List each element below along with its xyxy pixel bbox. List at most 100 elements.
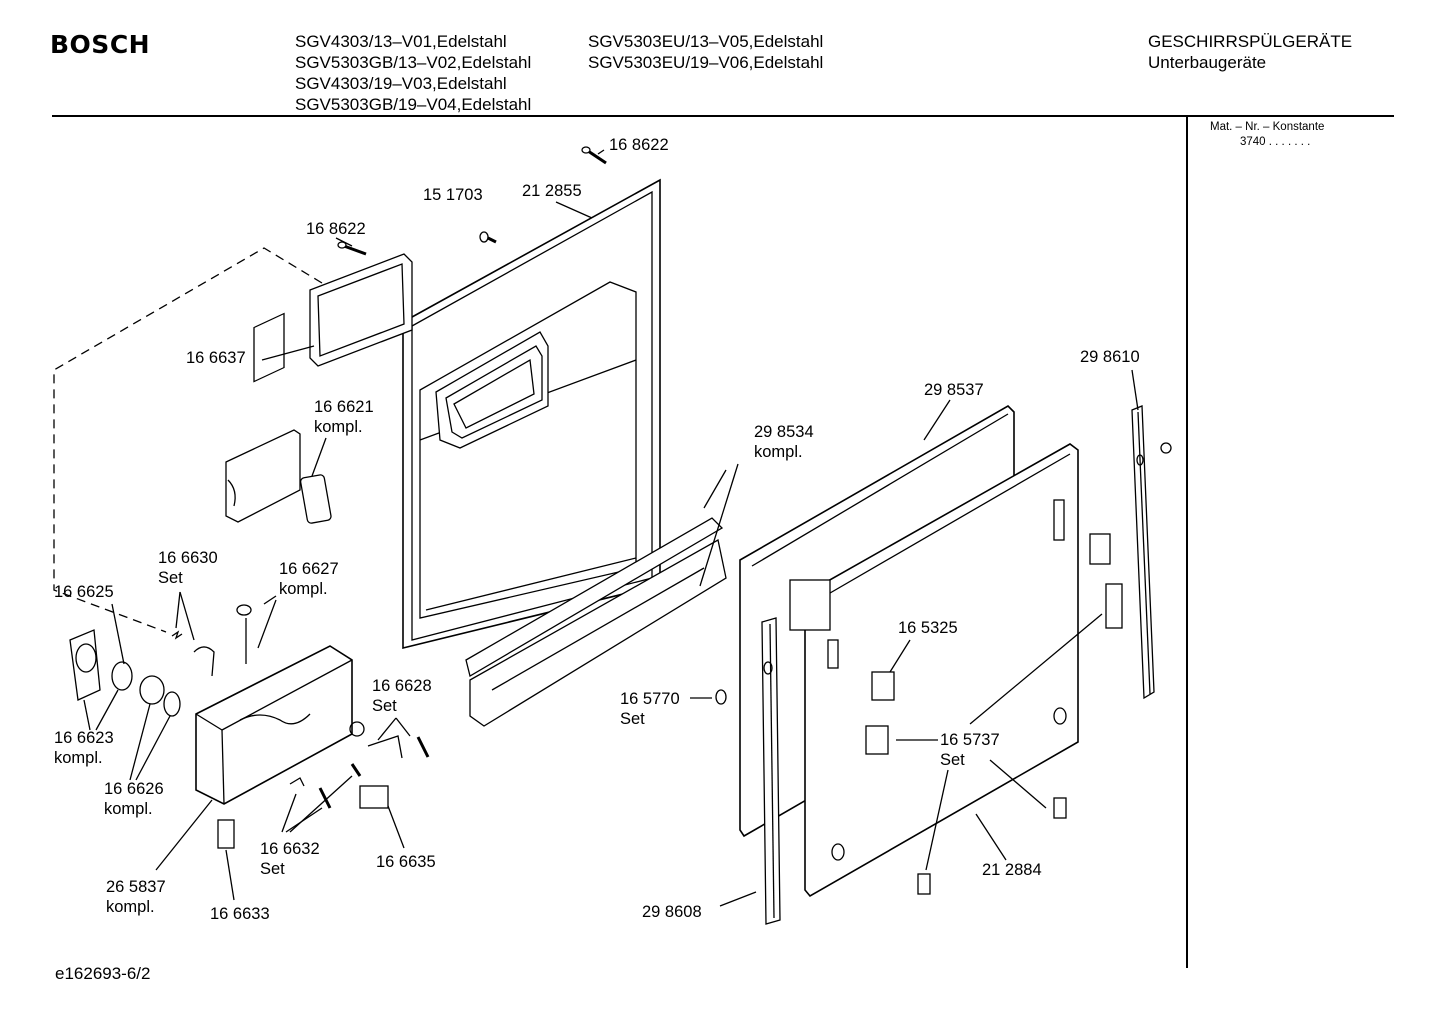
leader-166625 [111, 603, 125, 665]
part-label: 16 5325 [898, 619, 958, 637]
part-label-block: 16 6621 kompl. [314, 397, 374, 437]
part-label: 21 2884 [982, 861, 1042, 879]
leader-165737-c [989, 759, 1047, 809]
side-strip-298610 [1131, 405, 1172, 700]
inner-door-212855 [402, 178, 661, 650]
part-suffix: kompl. [279, 580, 328, 598]
part-number: 26 5837 [106, 878, 166, 896]
part-number: 16 6621 [314, 398, 374, 416]
model-list-col1: SGV4303/13–V01,Edelstahl SGV5303GB/13–V0… [295, 31, 531, 115]
leader-166626-a [129, 703, 151, 781]
leader-166632-c [289, 775, 353, 833]
part-label: 16 6637 [186, 349, 246, 367]
ring-166623 [111, 661, 133, 691]
part-label-block: 16 6623 kompl. [54, 728, 114, 768]
part-label-block: 16 6627 kompl. [279, 559, 339, 599]
category-block: GESCHIRRSPÜLGERÄTE Unterbaugeräte [1148, 31, 1352, 73]
leader-166627-a [263, 595, 277, 605]
spring-166628 [416, 736, 430, 758]
bracket-right-upper [1089, 533, 1111, 565]
part-label: 29 8610 [1080, 348, 1140, 366]
part-label-block: 16 5737 Set [940, 730, 1000, 770]
leader-166630-a [175, 591, 181, 629]
part-number: 16 5770 [620, 690, 680, 708]
screw-168622-top [581, 146, 607, 165]
part-label: 21 2855 [522, 182, 582, 200]
leader-212855 [555, 201, 593, 219]
part-label: 15 1703 [423, 186, 483, 204]
leader-166627-b [257, 599, 277, 649]
part-suffix: Set [620, 710, 645, 728]
leader-166621 [311, 437, 327, 477]
ring-166626 [163, 691, 181, 717]
material-label: Mat. – Nr. – Konstante [1210, 121, 1325, 133]
model-line: SGV5303EU/13–V05,Edelstahl [588, 32, 824, 51]
part-label: 16 6635 [376, 853, 436, 871]
springs-166632 [289, 763, 362, 809]
leader-165325 [889, 639, 911, 673]
leader-166632-a [281, 793, 297, 833]
part-number: 16 6623 [54, 729, 114, 747]
leader-166628-b [395, 717, 411, 737]
latch-165737 [865, 725, 889, 755]
leader-166633 [225, 849, 235, 901]
part-number: 16 6626 [104, 780, 164, 798]
leader-168622-left [335, 237, 353, 247]
assembly-dashed-line [53, 247, 323, 633]
cap-165770 [715, 689, 727, 705]
part-suffix: kompl. [754, 443, 803, 461]
model-line: SGV4303/19–V03,Edelstahl [295, 74, 507, 93]
hinge-165737-a [917, 873, 931, 895]
leader-265837 [155, 799, 213, 871]
part-suffix: kompl. [54, 749, 103, 767]
bracket-right-lower [1105, 583, 1123, 629]
leader-166623-a [83, 699, 91, 731]
drawing-reference: e162693-6/2 [55, 964, 151, 983]
part-label-block: 16 6626 kompl. [104, 779, 164, 819]
leader-166626-b [135, 715, 171, 781]
leader-212884 [975, 813, 1007, 861]
screw-151703 [479, 231, 497, 244]
part-number: 16 6628 [372, 677, 432, 695]
hinge-165737-b [1053, 797, 1067, 819]
knob-166626 [139, 675, 165, 705]
leader-298610 [1131, 369, 1139, 411]
leader-166630-b [179, 591, 195, 641]
part-label: 16 8622 [306, 220, 366, 238]
leader-165737-b [925, 769, 949, 871]
screw-168622-left [337, 241, 367, 256]
part-number: 16 6632 [260, 840, 320, 858]
model-line: SGV5303GB/13–V02,Edelstahl [295, 53, 532, 72]
part-number: 16 5737 [940, 731, 1000, 749]
part-label: 29 8537 [924, 381, 984, 399]
model-line: SGV5303GB/19–V04,Edelstahl [295, 95, 532, 114]
part-suffix: Set [940, 751, 965, 769]
part-label-block: 16 6628 Set [372, 676, 432, 716]
category-title: GESCHIRRSPÜLGERÄTE [1148, 32, 1353, 51]
category-subtitle: Unterbaugeräte [1148, 53, 1267, 72]
part-number: 29 8534 [754, 423, 814, 441]
leader-166637 [261, 345, 315, 361]
leader-298534-b [699, 463, 739, 587]
plunger-166627 [236, 604, 252, 664]
clip-166633 [217, 819, 235, 849]
part-label: 16 8622 [609, 136, 669, 154]
part-suffix: Set [158, 569, 183, 587]
cover-166621 [225, 312, 332, 524]
part-suffix: Set [372, 697, 397, 715]
leader-166635 [387, 805, 405, 849]
model-list-col2: SGV5303EU/13–V05,Edelstahl SGV5303EU/19–… [588, 31, 823, 73]
part-number: 16 6627 [279, 560, 339, 578]
leader-298608 [719, 891, 757, 907]
control-block-265837 [195, 645, 353, 805]
part-suffix: Set [260, 860, 285, 878]
leader-166628-a [377, 717, 397, 741]
brand-logo: BOSCH [50, 30, 151, 59]
model-line: SGV5303EU/19–V06,Edelstahl [588, 53, 824, 72]
latch-165325 [871, 671, 895, 701]
lever-166630 [193, 646, 215, 677]
part-label-block: 16 6632 Set [260, 839, 320, 879]
ball-166628 [349, 721, 365, 737]
part-label: 16 6625 [54, 583, 114, 601]
